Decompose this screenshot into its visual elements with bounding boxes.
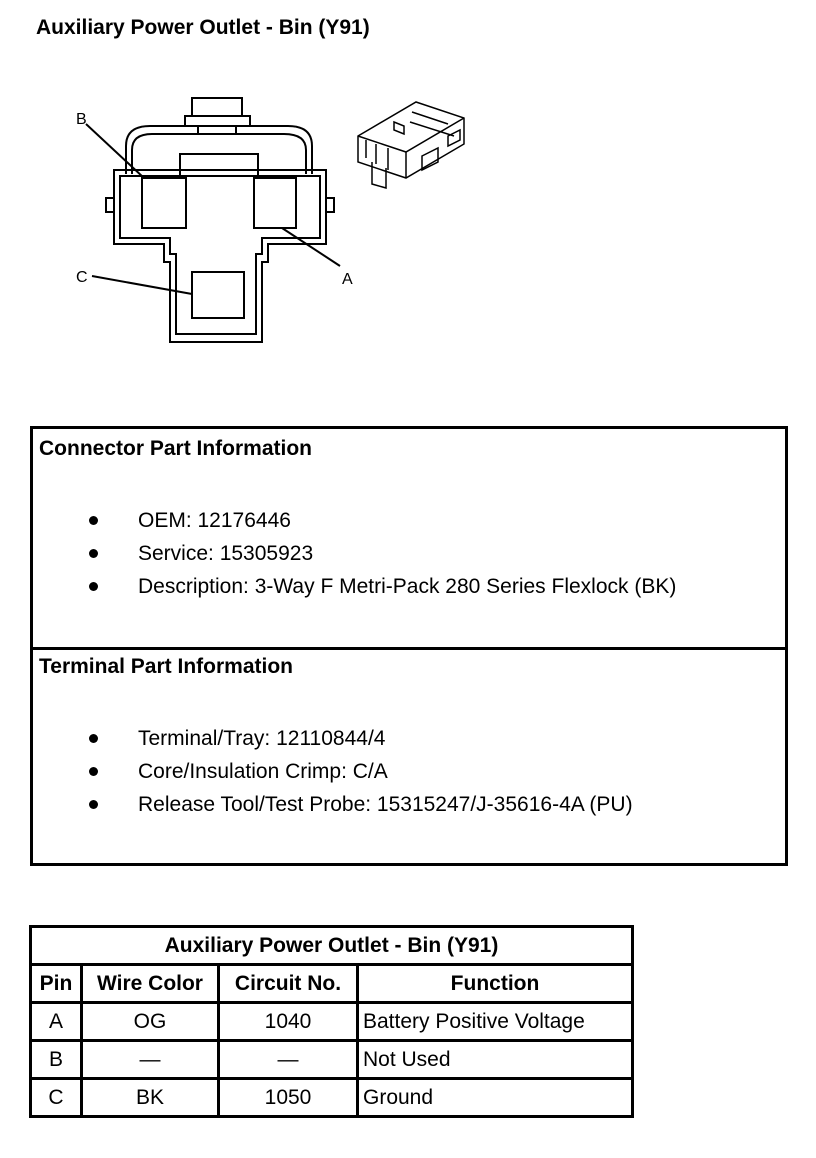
table-row: B — — Not Used <box>29 1039 634 1080</box>
bullet-icon <box>89 582 98 591</box>
wire-color-cell: OG <box>80 1001 220 1042</box>
bullet-icon <box>89 734 98 743</box>
table-row: A OG 1040 Battery Positive Voltage <box>29 1001 634 1042</box>
service-number: Service: 15305923 <box>138 542 314 565</box>
bullet-icon <box>89 549 98 558</box>
wire-color-cell: — <box>80 1039 220 1080</box>
connector-part-info-heading: Connector Part Information <box>39 437 313 460</box>
connector-isometric-illustration <box>357 101 465 189</box>
wire-color-cell: BK <box>80 1077 220 1118</box>
oem-number: OEM: 12176446 <box>138 509 291 532</box>
bullet-icon <box>89 516 98 525</box>
page-title: Auxiliary Power Outlet - Bin (Y91) <box>36 16 370 39</box>
bullet-icon <box>89 800 98 809</box>
table-caption-row: Auxiliary Power Outlet - Bin (Y91) <box>29 925 634 966</box>
pin-label-c: C <box>76 269 88 286</box>
function-cell: Battery Positive Voltage <box>356 1001 634 1042</box>
terminal-part-info-heading: Terminal Part Information <box>39 655 293 678</box>
release-tool: Release Tool/Test Probe: 15315247/J-3561… <box>138 793 633 816</box>
column-header-function: Function <box>356 963 634 1004</box>
pin-cell: A <box>29 1001 83 1042</box>
function-cell: Not Used <box>356 1039 634 1080</box>
pin-cell: C <box>29 1077 83 1118</box>
table-header-row: Pin Wire Color Circuit No. Function <box>29 963 634 1004</box>
table-caption: Auxiliary Power Outlet - Bin (Y91) <box>29 925 634 966</box>
terminal-tray: Terminal/Tray: 12110844/4 <box>138 727 386 750</box>
pin-cell: B <box>29 1039 83 1080</box>
connector-part-info-box: Connector Part Information OEM: 12176446… <box>30 426 788 650</box>
table-row: C BK 1050 Ground <box>29 1077 634 1118</box>
circuit-cell: — <box>217 1039 359 1080</box>
pin-label-b: B <box>76 111 87 128</box>
pin-label-a: A <box>342 271 353 288</box>
crimp-info: Core/Insulation Crimp: C/A <box>138 760 388 783</box>
column-header-circuit: Circuit No. <box>217 963 359 1004</box>
connector-description: Description: 3-Way F Metri-Pack 280 Seri… <box>138 575 677 598</box>
function-cell: Ground <box>356 1077 634 1118</box>
bullet-icon <box>89 767 98 776</box>
pin-table: Auxiliary Power Outlet - Bin (Y91) Pin W… <box>29 925 634 1118</box>
circuit-cell: 1050 <box>217 1077 359 1118</box>
terminal-part-info-box: Terminal Part Information Terminal/Tray:… <box>30 647 788 866</box>
circuit-cell: 1040 <box>217 1001 359 1042</box>
column-header-pin: Pin <box>29 963 83 1004</box>
connector-face-diagram: B A C <box>76 97 353 343</box>
column-header-wire-color: Wire Color <box>80 963 220 1004</box>
